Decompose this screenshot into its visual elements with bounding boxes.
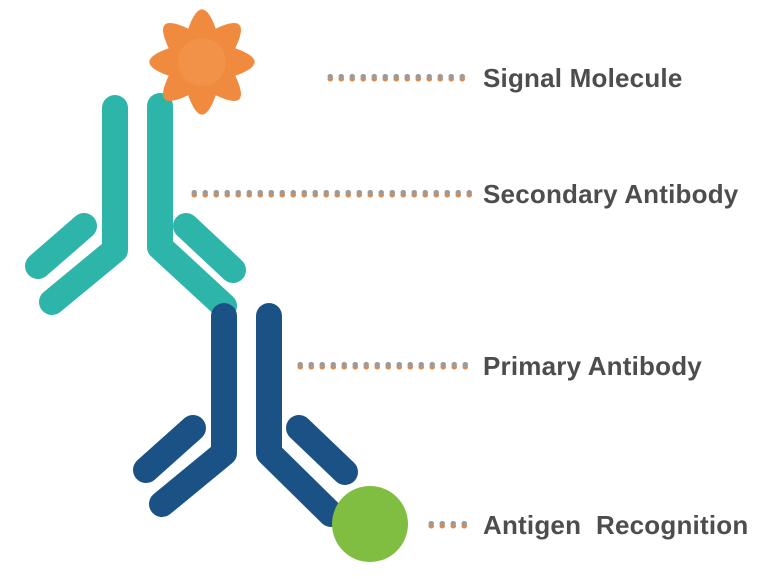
secondary-antibody-shape <box>25 93 246 319</box>
secondary-antibody-heavy-chain-right <box>147 93 237 319</box>
leader-line-primary-antibody <box>297 362 469 370</box>
primary-antibody-shape <box>133 303 358 527</box>
secondary-antibody-light-chain-right <box>173 213 246 283</box>
leader-line-antigen-recognition <box>428 521 474 529</box>
secondary-antibody-light-chain-left <box>25 213 97 279</box>
label-primary-antibody: Primary Antibody <box>483 351 702 381</box>
label-antigen-recognition: Antigen Recognition <box>483 510 749 540</box>
secondary-antibody-heavy-chain-left <box>39 95 128 315</box>
signal-molecule-highlight <box>178 38 226 86</box>
primary-antibody-light-chain-left <box>133 415 206 483</box>
label-signal-molecule: Signal Molecule <box>483 63 683 93</box>
label-secondary-antibody: Secondary Antibody <box>483 179 739 209</box>
primary-antibody-light-chain-right <box>286 415 358 485</box>
primary-antibody-heavy-chain-left <box>149 303 237 517</box>
primary-antibody-heavy-chain-right <box>256 303 344 527</box>
signal-molecule-star-icon <box>149 9 255 115</box>
leader-line-secondary-antibody <box>191 190 475 198</box>
antigen-circle <box>332 486 408 562</box>
leader-line-signal-molecule <box>327 74 471 82</box>
